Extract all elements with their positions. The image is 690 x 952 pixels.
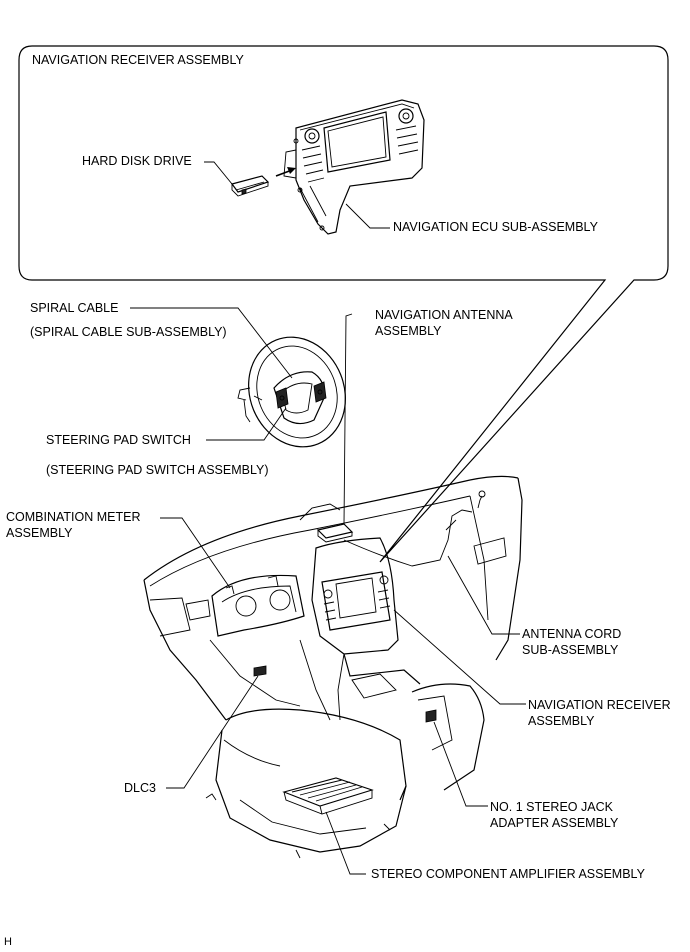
dlc3-label: DLC3 [124,781,156,795]
nav-receiver-label-line1: NAVIGATION RECEIVER [528,698,671,712]
insert-arrow-head [287,167,296,174]
hard-disk-drive-label: HARD DISK DRIVE [82,154,192,168]
navigation-receiver-exploded [283,99,425,235]
callout-box [18,45,669,563]
steering-pad-switch-label: STEERING PAD SWITCH [46,433,191,447]
combination-meter-label-line1: COMBINATION METER [6,510,141,524]
navigation-antenna-label-line1: NAVIGATION ANTENNA [375,308,513,322]
callout-title: NAVIGATION RECEIVER ASSEMBLY [32,53,244,67]
figure-code: H [4,936,12,948]
spiral-cable-label: SPIRAL CABLE [30,301,119,315]
combination-meter-label-line2: ASSEMBLY [6,526,73,540]
steering-wheel [237,336,346,448]
antenna-cord-label-line1: ANTENNA CORD [522,627,622,641]
navigation-antenna-label-line2: ASSEMBLY [375,324,442,338]
spiral-cable-sub-label: (SPIRAL CABLE SUB-ASSEMBLY) [30,325,227,339]
stereo-jack-label-line2: ADAPTER ASSEMBLY [490,816,619,830]
steering-pad-switch-sub-label: (STEERING PAD SWITCH ASSEMBLY) [46,463,269,477]
navigation-ecu-label: NAVIGATION ECU SUB-ASSEMBLY [393,220,598,234]
amplifier-label: STEREO COMPONENT AMPLIFIER ASSEMBLY [371,867,645,881]
hard-disk-drive-part [230,175,270,197]
passenger-seat [205,708,407,859]
instrument-panel [143,475,523,791]
stereo-jack-label-line1: NO. 1 STEREO JACK [490,800,613,814]
antenna-cord-label-line2: SUB-ASSEMBLY [522,643,619,657]
stereo-amplifier-part [282,777,374,815]
nav-receiver-label-line2: ASSEMBLY [528,714,595,728]
